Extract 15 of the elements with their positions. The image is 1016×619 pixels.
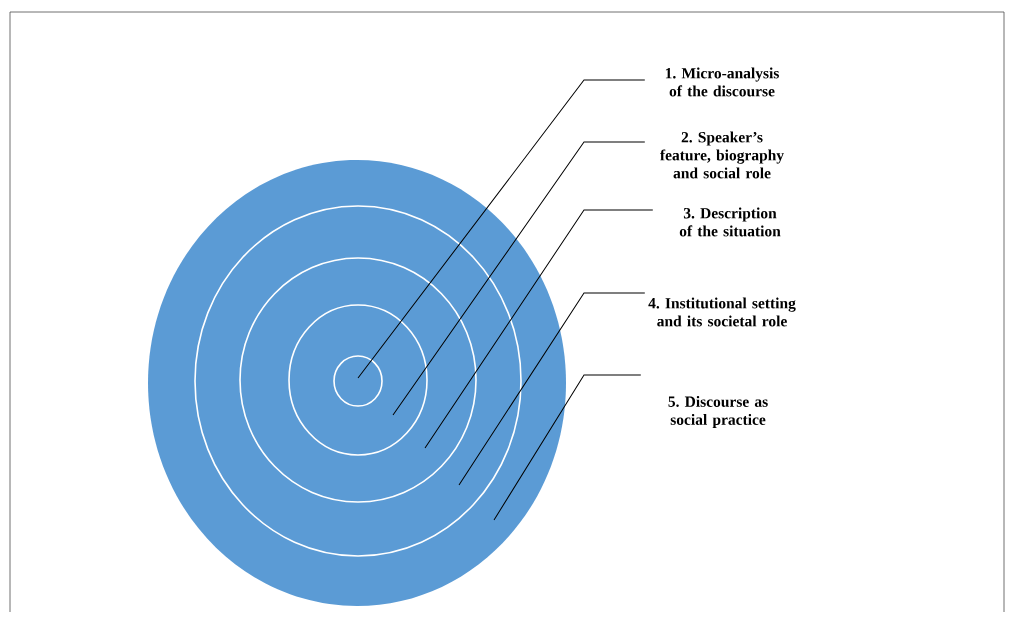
outer-disc	[148, 160, 566, 606]
ring	[333, 355, 383, 407]
level-label: 4. Institutional setting and its societal role	[648, 297, 796, 327]
level-label: 5. Discourse as social practice	[668, 395, 768, 429]
level-label: 1. Micro-analysis of the discourse	[665, 67, 779, 97]
ring	[239, 257, 477, 503]
leader-line	[392, 141, 646, 416]
ring	[194, 205, 522, 557]
level-label: 3. Description of the situation	[679, 207, 781, 237]
leader-line	[424, 209, 654, 449]
leader-line	[493, 374, 642, 521]
leader-line	[357, 79, 646, 379]
ring	[288, 304, 428, 456]
level-label: 2. Speaker’s feature, biography and social role	[660, 131, 784, 179]
leader-line	[458, 292, 646, 486]
